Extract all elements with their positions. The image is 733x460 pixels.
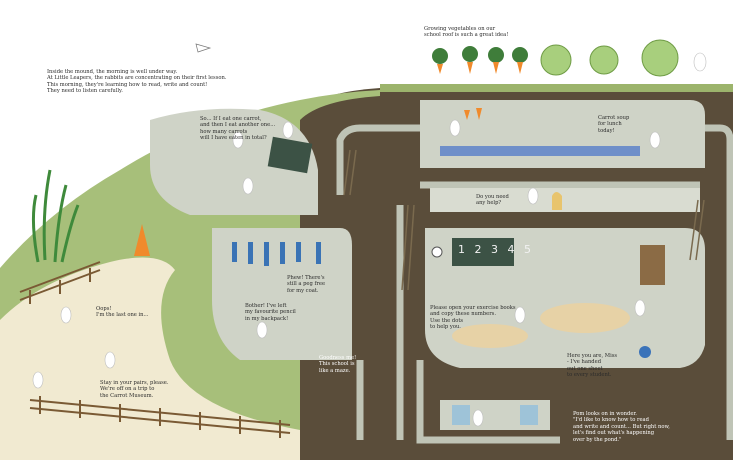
globe-icon	[639, 346, 651, 358]
carrot-tops	[432, 46, 528, 64]
ladder-icon	[343, 149, 705, 291]
canteen-room	[420, 100, 705, 168]
rabbit-icon	[514, 306, 526, 324]
carrot-soup-caption: Carrot soup for lunch today!	[598, 115, 630, 134]
rabbit-icon	[32, 371, 44, 389]
rabbits	[32, 52, 707, 427]
rabbit-icon	[242, 177, 254, 195]
fence-icon	[19, 261, 291, 438]
rabbit-icon	[282, 121, 294, 139]
sandy-path	[0, 257, 300, 460]
here-you-are-caption: Here you are, Miss - I've handed out one…	[567, 353, 618, 379]
grass-roof-strip	[380, 84, 733, 92]
rabbit-icon	[649, 131, 661, 149]
rabbit-icon	[527, 187, 539, 205]
roof-caption: Growing vegetables on our school roof is…	[424, 26, 509, 39]
reeds-icon	[31, 169, 80, 263]
intro-text: Inside the mound, the morning is well un…	[47, 69, 227, 95]
coat-pegs	[232, 242, 321, 266]
rabbit-icon	[634, 299, 646, 317]
rabbit-icon	[256, 321, 268, 339]
chalkboard-icon	[267, 136, 313, 174]
rabbit-icon	[472, 409, 484, 427]
window-icon	[452, 405, 470, 425]
corridor-room	[430, 188, 700, 212]
gnome-hat-icon	[134, 224, 150, 256]
chalkboard-icon	[452, 238, 514, 266]
bookshelf-icon	[640, 245, 665, 285]
chalkboard-digits: 1 2 3 4 5	[458, 243, 534, 256]
window-icon	[520, 405, 538, 425]
canteen-table	[440, 146, 640, 156]
carrot-icon	[437, 62, 523, 120]
rabbit-icon	[60, 306, 72, 324]
goodness-caption: Goodness me! This school is like a maze.	[319, 355, 357, 374]
teacher-question: So... If I eat one carrot, and then I ea…	[200, 116, 276, 142]
rabbit-icon	[449, 119, 461, 137]
left-pencil-caption: Bother! I've left my favourite pencil in…	[245, 303, 296, 322]
pom-wonder-caption: Pom looks on in wonder. "I'd like to kno…	[573, 411, 670, 443]
round-table	[540, 303, 630, 333]
need-help-caption: Do you need any help?	[476, 194, 509, 207]
exercise-books-caption: Please open your exercise books and copy…	[430, 305, 516, 331]
oops-caption: Oops! I'm the last one in...	[96, 306, 149, 319]
round-table	[452, 324, 528, 348]
clock-icon	[431, 246, 443, 258]
rabbit-icon	[693, 52, 707, 72]
door-icon	[552, 192, 562, 210]
lettuce-icon	[540, 39, 679, 77]
paper-plane-icon	[195, 43, 212, 53]
peg-free-caption: Phew! There's still a peg free for my co…	[287, 275, 326, 294]
rabbit-icon	[104, 351, 116, 369]
classroom-room	[150, 108, 318, 215]
stay-in-pairs-caption: Stay in your pairs, please. We're off on…	[100, 380, 169, 399]
rabbit-icon	[232, 131, 244, 149]
